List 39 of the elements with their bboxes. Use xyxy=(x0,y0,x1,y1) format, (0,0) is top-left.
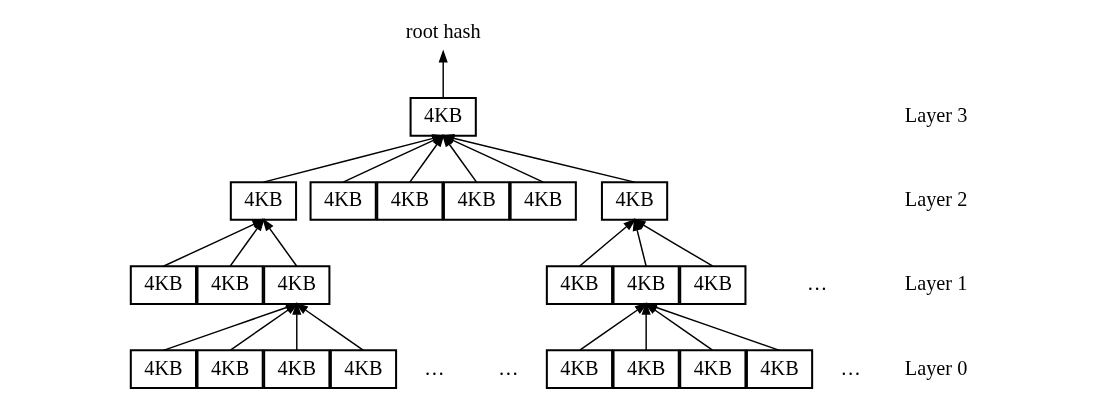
node-text: root hash xyxy=(405,20,481,43)
arrow xyxy=(578,302,648,352)
node-box: 4KB xyxy=(612,349,680,390)
arrow xyxy=(228,302,299,352)
label: … xyxy=(423,356,445,379)
node-box: 4KB xyxy=(442,181,510,221)
node-box: 4KB xyxy=(545,349,613,390)
arrow xyxy=(261,218,297,267)
node-box: 4KB xyxy=(129,349,197,390)
label: … xyxy=(839,356,861,379)
label: Layer 1 xyxy=(904,272,967,295)
label: … xyxy=(497,356,519,379)
node-box: 4KB xyxy=(262,265,330,305)
label: … xyxy=(806,272,827,295)
arrow xyxy=(643,303,780,352)
node-box: 4KB xyxy=(678,265,746,305)
node-box: 4KB xyxy=(262,349,330,390)
node-box: 4KB xyxy=(195,349,264,390)
label: Layer 3 xyxy=(904,104,967,127)
node-box: 4KB xyxy=(409,97,477,137)
label: Layer 2 xyxy=(904,188,967,211)
node-box: 4KB xyxy=(545,265,613,305)
node-box: 4KB xyxy=(600,181,668,221)
node-box: 4KB xyxy=(612,265,680,305)
node-box: 4KB xyxy=(129,265,197,305)
node-box: 4KB xyxy=(678,349,746,390)
node-box: 4KB xyxy=(309,181,377,221)
node-box: 4KB xyxy=(745,349,813,390)
node-box: 4KB xyxy=(509,181,577,221)
label: Layer 0 xyxy=(904,356,967,379)
arrow xyxy=(294,302,364,352)
node-box: 4KB xyxy=(229,181,297,221)
node-box: 4KB xyxy=(375,181,443,221)
node-box: 4KB xyxy=(195,265,264,305)
arrow xyxy=(643,302,714,352)
node-box: 4KB xyxy=(329,349,397,390)
arrow xyxy=(438,49,448,99)
arrow xyxy=(578,218,636,267)
arrow xyxy=(162,303,299,352)
